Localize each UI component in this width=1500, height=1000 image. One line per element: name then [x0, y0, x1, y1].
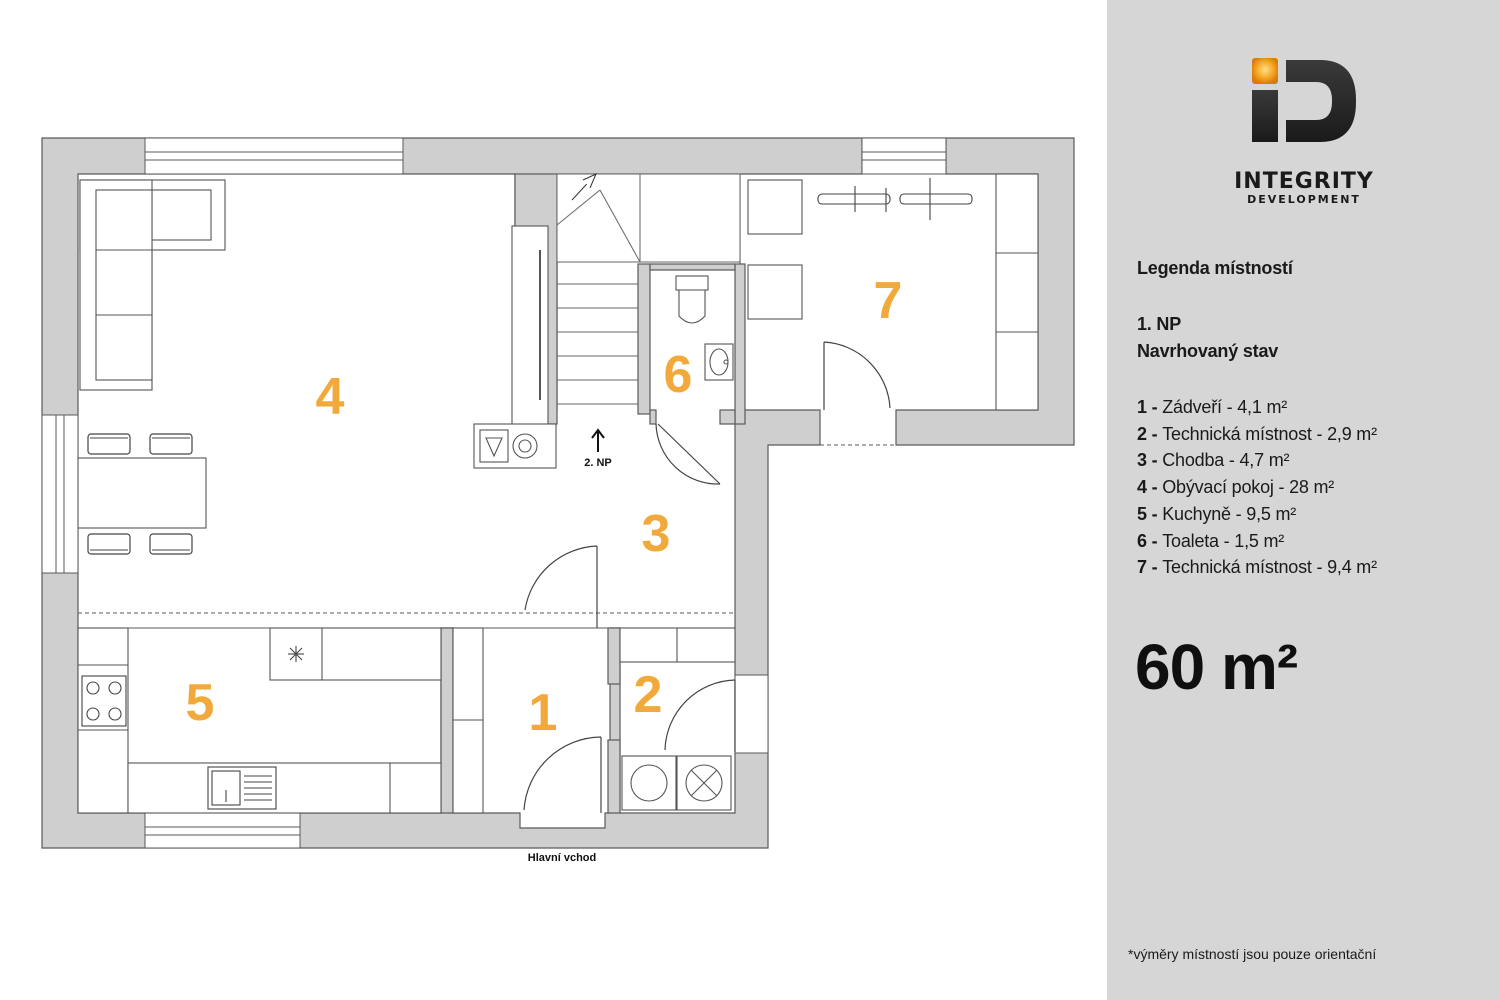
stairs-label: 2. NP [584, 457, 612, 469]
legend-item: 3 - Chodba - 4,7 m² [1137, 450, 1290, 471]
brand-sub: DEVELOPMENT [1247, 193, 1361, 206]
room-label-5: 5 [186, 674, 215, 732]
integrity-logo: INTEGRITY DEVELOPMENT [1234, 58, 1374, 206]
stove-fireplace [473, 423, 557, 469]
technical-room-appliances [619, 627, 736, 811]
dining-table [77, 433, 207, 555]
logo-i-stem [1252, 90, 1278, 142]
entrance-wardrobe [452, 627, 484, 814]
floor-plan: 1 2 3 4 5 6 7 2. NP Hlavní vchod [41, 137, 1075, 864]
legend-item: 6 - Toaleta - 1,5 m² [1137, 530, 1285, 551]
room-label-6: 6 [664, 346, 693, 404]
room-labels: 1 2 3 4 5 6 7 [186, 272, 903, 742]
legend-title: Legenda místností [1137, 258, 1293, 278]
sink-icon [207, 766, 277, 810]
legend-item: 4 - Obývací pokoj - 28 m² [1137, 477, 1335, 498]
legend-panel [1107, 0, 1500, 1000]
staircase [556, 173, 741, 405]
footnote: *výměry místností jsou pouze orientační [1128, 946, 1377, 962]
legend-state: Navrhovaný stav [1137, 341, 1279, 361]
room-label-1: 1 [529, 684, 558, 742]
room-label-2: 2 [634, 666, 663, 724]
legend-room-list: 1 - Zádveří - 4,1 m² 2 - Technická místn… [1137, 394, 1377, 581]
interior-walls [440, 173, 746, 814]
logo-d [1286, 60, 1356, 142]
room-label-3: 3 [642, 505, 671, 563]
technical-room-7-shelves [747, 173, 1039, 411]
toilet-icon [675, 275, 709, 324]
up-arrow-icon [591, 428, 605, 452]
tv-unit [511, 225, 549, 427]
fridge-snowflake-icon [288, 646, 304, 662]
windows [41, 137, 947, 849]
sofa [79, 179, 226, 391]
room-label-7: 7 [874, 272, 903, 330]
entrance-label: Hlavní vchod [528, 852, 596, 864]
logo-dot [1252, 58, 1278, 84]
legend-item: 2 - Technická místnost - 2,9 m² [1137, 423, 1377, 444]
washbasin-icon [704, 343, 734, 381]
legend-floor: 1. NP [1137, 314, 1182, 334]
total-area: 60 m² [1135, 631, 1298, 703]
legend-item: 1 - Zádveří - 4,1 m² [1137, 397, 1288, 417]
doors [523, 341, 891, 813]
cooktop-icon [81, 675, 127, 727]
bicycle-icon [817, 178, 973, 220]
room-label-4: 4 [316, 368, 345, 426]
kitchen-counters [77, 627, 442, 814]
legend-item: 7 - Technická místnost - 9,4 m² [1137, 557, 1377, 578]
brand-name: INTEGRITY [1234, 169, 1374, 194]
legend-item: 5 - Kuchyně - 9,5 m² [1137, 503, 1297, 524]
